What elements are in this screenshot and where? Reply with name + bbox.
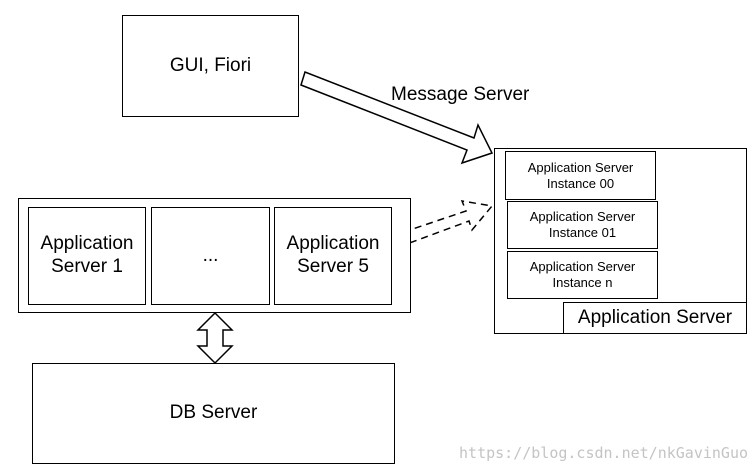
app-server-instance-00: Application Server Instance 00 [505, 151, 656, 200]
instance-n-label: Application Server Instance n [529, 259, 636, 290]
instance-00-label: Application Server Instance 00 [527, 159, 634, 191]
ellipsis-label: ... [202, 244, 219, 266]
dashed-link-arrow [391, 200, 494, 249]
app-server-1-box: Application Server 1 [28, 207, 146, 305]
app-server-5-label: Application Server 5 [286, 233, 380, 277]
app-server-title: Application Server [577, 306, 733, 328]
db-server-box: DB Server [32, 363, 395, 464]
instance-01-label: Application Server Instance 01 [529, 209, 636, 240]
app-server-title-box: Application Server [563, 302, 747, 334]
watermark-text: https://blog.csdn.net/nkGavinGuo [459, 444, 748, 462]
gui-fiori-label: GUI, Fiori [169, 54, 252, 76]
message-server-label: Message Server [391, 84, 530, 105]
app-server-1-label: Application Server 1 [40, 233, 134, 277]
db-link-arrow [196, 311, 234, 365]
db-server-label: DB Server [169, 402, 258, 424]
app-server-5-box: Application Server 5 [274, 207, 392, 305]
message-server-arrow [300, 71, 494, 165]
app-server-ellipsis-box: ... [151, 207, 270, 305]
gui-fiori-box: GUI, Fiori [122, 15, 299, 117]
app-server-instance-01: Application Server Instance 01 [507, 201, 658, 249]
app-server-instance-n: Application Server Instance n [507, 251, 658, 299]
